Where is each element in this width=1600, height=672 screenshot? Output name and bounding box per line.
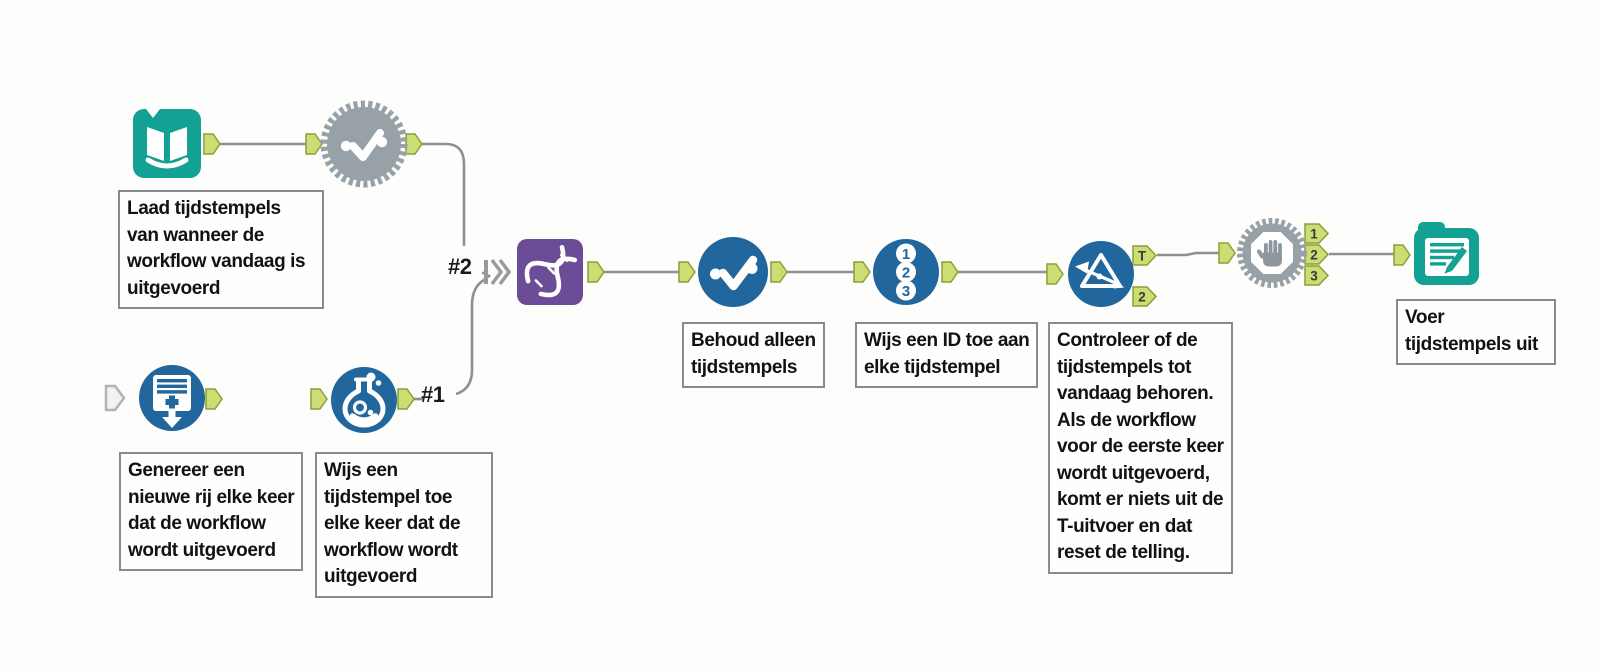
- block-output-anchor-1[interactable]: 1: [1304, 223, 1330, 244]
- open-book-icon: [133, 109, 201, 178]
- block-input-anchor[interactable]: [1218, 242, 1236, 264]
- block-output-anchor-3[interactable]: 3: [1304, 265, 1330, 286]
- tool-generate-rows[interactable]: [138, 364, 206, 437]
- anchor-label: 2: [1310, 248, 1318, 263]
- flask-icon: [331, 367, 397, 433]
- anchor-label: 3: [1310, 269, 1318, 284]
- union-output-anchor[interactable]: [587, 261, 605, 283]
- tool-unique[interactable]: [697, 236, 769, 313]
- digit-2: 2: [902, 265, 910, 282]
- tool-filter[interactable]: [1067, 240, 1135, 313]
- gear-check-icon: [320, 100, 408, 188]
- annotation-record-id[interactable]: Wijs een ID toe aan elke tijdstempel: [855, 322, 1039, 388]
- prism-arrow-icon: [1068, 241, 1134, 307]
- filter-true-output-anchor[interactable]: T: [1132, 245, 1158, 266]
- tool-union[interactable]: [517, 239, 583, 310]
- union-input-anchor[interactable]: [484, 258, 512, 286]
- tool-input-data[interactable]: [133, 106, 201, 185]
- macro-check-output-anchor[interactable]: [405, 133, 423, 155]
- annotation-formula[interactable]: Wijs een tijdstempel toe elke keer dat d…: [315, 452, 493, 598]
- checkmark-dots-icon: [698, 237, 768, 307]
- annotation-filter[interactable]: Controleer of de tijdstempels tot vandaa…: [1048, 322, 1233, 574]
- generate-rows-output-anchor[interactable]: [205, 388, 223, 410]
- filter-bottom-output-anchor[interactable]: 2: [1132, 286, 1158, 307]
- connection-label-1: #1: [421, 382, 445, 407]
- macro-check-input-anchor[interactable]: [305, 133, 323, 155]
- unique-input-anchor[interactable]: [678, 261, 696, 283]
- gear-stop-hand-icon: [1237, 218, 1307, 288]
- annotation-generate-rows[interactable]: Genereer een nieuwe rij elke keer dat de…: [119, 452, 304, 571]
- block-output-anchor-2[interactable]: 2: [1304, 244, 1330, 265]
- annotation-output-data[interactable]: Voer tijdstempels uit: [1396, 299, 1556, 365]
- wire: [422, 142, 466, 246]
- connection-label-2: #2: [448, 254, 472, 279]
- wire: [455, 274, 491, 396]
- digit-3: 3: [902, 283, 910, 300]
- wire: [1157, 251, 1219, 257]
- unique-output-anchor[interactable]: [770, 261, 788, 283]
- record-id-output-anchor[interactable]: [941, 261, 959, 283]
- formula-output-anchor[interactable]: [397, 388, 415, 410]
- annotation-unique[interactable]: Behoud alleen tijdstempels: [682, 322, 825, 388]
- tool-macro-check[interactable]: [320, 100, 408, 193]
- input-data-output-anchor[interactable]: [203, 133, 221, 155]
- record-id-input-anchor[interactable]: [853, 261, 871, 283]
- output-data-input-anchor[interactable]: [1393, 244, 1411, 266]
- tool-block-until-done[interactable]: [1236, 217, 1308, 294]
- rows-plus-arrow-icon: [139, 365, 205, 431]
- digit-1: 1: [902, 246, 910, 263]
- connection-wires: [220, 142, 1394, 401]
- dna-helix-icon: [517, 239, 583, 305]
- generate-rows-input-anchor[interactable]: [104, 384, 126, 412]
- anchor-label: T: [1138, 249, 1147, 264]
- numbered-circles-icon: 1 2 3: [873, 239, 939, 305]
- filter-input-anchor[interactable]: [1046, 263, 1064, 285]
- anchor-label: 2: [1138, 290, 1146, 305]
- tool-record-id[interactable]: 1 2 3: [872, 238, 940, 311]
- formula-input-anchor[interactable]: [310, 388, 328, 410]
- tool-output-data[interactable]: [1412, 218, 1482, 293]
- tool-formula[interactable]: [330, 366, 398, 439]
- annotation-input-data[interactable]: Laad tijdstempels van wanneer de workflo…: [118, 190, 324, 309]
- anchor-label: 1: [1310, 227, 1318, 242]
- document-pencil-icon: [1414, 222, 1479, 285]
